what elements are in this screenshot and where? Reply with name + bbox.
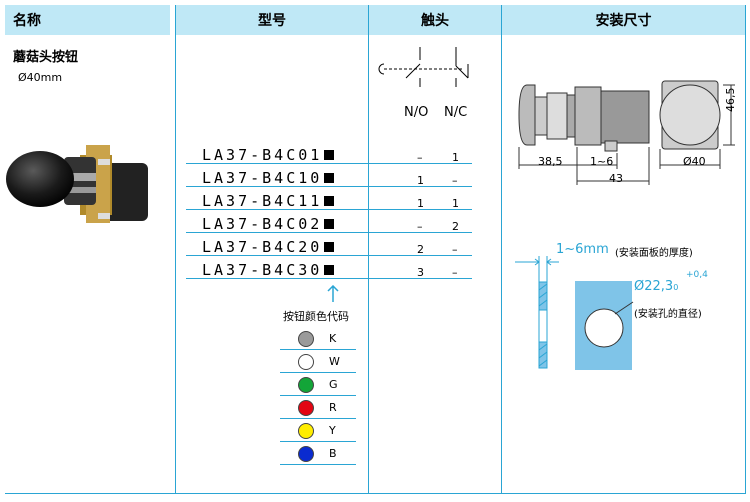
color-swatch (298, 423, 314, 439)
dim-depth-label: 43 (609, 172, 623, 185)
row-underline (280, 464, 356, 465)
contact-nc-label: N/C (444, 105, 468, 120)
contact-nc-count: – (452, 243, 458, 256)
model-code: LA37-B4C10 (202, 169, 335, 187)
contact-no-count: 1 (417, 174, 424, 187)
color-code-row: W (280, 351, 356, 373)
contact-no-count: – (417, 220, 423, 233)
table-bottom-border (5, 493, 746, 494)
row-underline (186, 232, 472, 233)
color-placeholder-square (324, 219, 335, 229)
hole-tolerance: +0,4 (686, 270, 708, 280)
hole-diameter-value: Ø22,30 (634, 279, 679, 294)
dim-height-label: 46,5 (724, 87, 737, 113)
color-code: G (329, 378, 338, 391)
row-underline (186, 278, 472, 279)
row-underline (186, 209, 472, 210)
panel-thickness-value: 1~6mm (556, 242, 609, 257)
color-code-row: G (280, 374, 356, 396)
contact-symbol-diagram (378, 47, 469, 87)
mushroom-button-photo (6, 145, 148, 223)
color-code-row: B (280, 443, 356, 465)
row-underline (186, 186, 472, 187)
panel-drawing (515, 256, 634, 370)
header-dimensions: 安装尺寸 (502, 5, 745, 35)
model-code: LA37-B4C01 (202, 146, 335, 164)
color-placeholder-square (324, 196, 335, 206)
contact-nc-count: 2 (452, 220, 459, 233)
contact-no-count: 1 (417, 197, 424, 210)
color-code: K (329, 332, 337, 345)
arrow-up-icon (327, 285, 339, 302)
header-name: 名称 (5, 5, 170, 35)
column-divider (368, 5, 369, 494)
column-divider (175, 5, 176, 494)
contact-no-label: N/O (404, 105, 429, 120)
header-contact: 触头 (369, 5, 501, 35)
color-code: W (329, 355, 340, 368)
model-code: LA37-B4C20 (202, 238, 335, 256)
hole-diameter-note: (安装孔的直径) (634, 309, 702, 320)
dim-diameter-label: Ø40 (683, 155, 706, 168)
color-code-label: 按钮颜色代码 (283, 310, 349, 323)
color-code: B (329, 447, 337, 460)
product-name: 蘑菇头按钮 (13, 50, 79, 65)
row-underline (280, 441, 356, 442)
dimension-drawing (518, 80, 735, 185)
panel-thickness-note: (安装面板的厚度) (615, 248, 693, 259)
row-underline (280, 372, 356, 373)
color-swatch (298, 377, 314, 393)
row-underline (280, 418, 356, 419)
row-underline (186, 163, 472, 164)
contact-no-count: – (417, 151, 423, 164)
color-placeholder-square (324, 173, 335, 183)
column-divider (501, 5, 502, 494)
color-code: Y (329, 424, 336, 437)
row-underline (280, 349, 356, 350)
color-placeholder-square (324, 265, 335, 275)
color-code-row: K (280, 328, 356, 350)
contact-nc-count: 1 (452, 151, 459, 164)
contact-nc-count: – (452, 266, 458, 279)
contact-nc-count: 1 (452, 197, 459, 210)
color-placeholder-square (324, 242, 335, 252)
dim-width-label: 38,5 (538, 155, 563, 168)
model-code: LA37-B4C11 (202, 192, 335, 210)
contact-no-count: 3 (417, 266, 424, 279)
header-model: 型号 (176, 5, 368, 35)
product-diameter: Ø40mm (18, 71, 63, 84)
row-underline (280, 395, 356, 396)
color-code-row: R (280, 397, 356, 419)
contact-no-count: 2 (417, 243, 424, 256)
column-divider (745, 5, 746, 494)
color-code: R (329, 401, 337, 414)
model-code: LA37-B4C02 (202, 215, 335, 233)
color-code-row: Y (280, 420, 356, 442)
contact-nc-count: – (452, 174, 458, 187)
color-placeholder-square (324, 150, 335, 160)
color-swatch (298, 400, 314, 416)
color-swatch (298, 331, 314, 347)
color-swatch (298, 446, 314, 462)
dim-panel-label: 1~6 (590, 155, 614, 168)
row-underline (186, 255, 472, 256)
model-code: LA37-B4C30 (202, 261, 335, 279)
color-swatch (298, 354, 314, 370)
